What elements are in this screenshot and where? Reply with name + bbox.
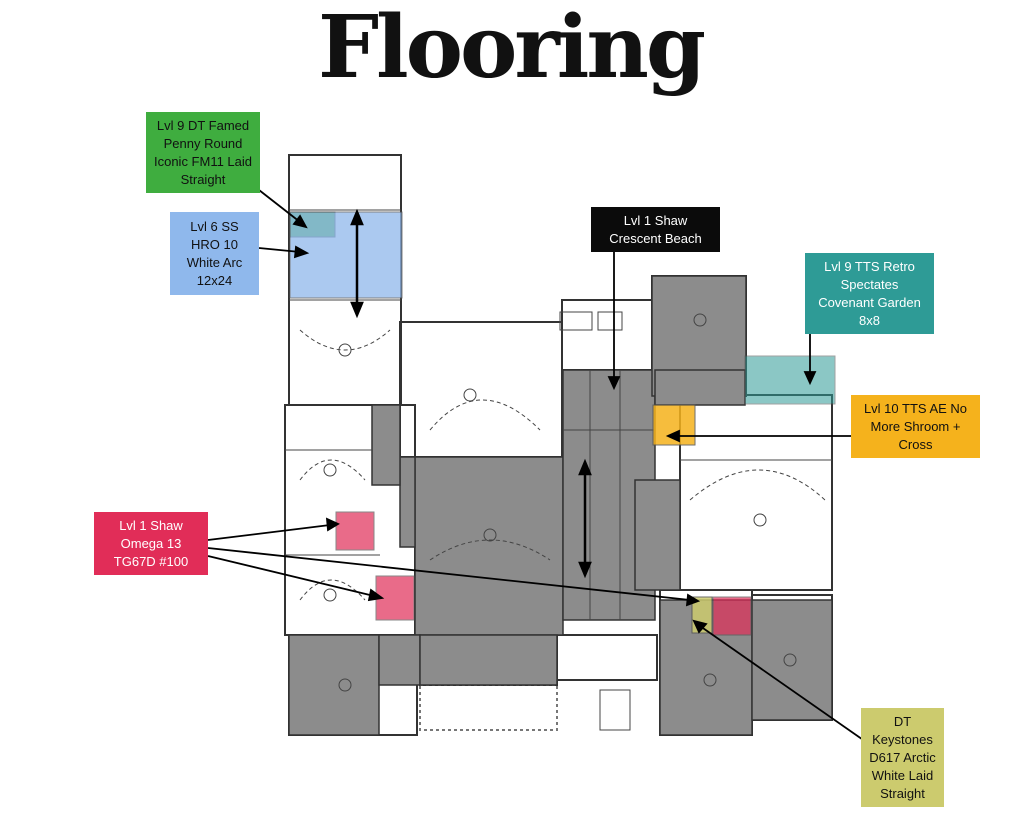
area-omega-1	[335, 511, 375, 551]
callout-no-more-shroom: Lvl 10 TTS AE No More Shroom + Cross	[851, 395, 980, 458]
callout-omega-line-2: Omega 13	[120, 535, 182, 551]
callout-keystones-line-3: D617 Arctic	[869, 749, 936, 765]
callout-penny-round: Lvl 9 DT Famed Penny Round Iconic FM11 L…	[146, 112, 260, 193]
callout-shroom-line-3: Cross	[898, 436, 933, 452]
callout-retro-line-2: Spectates	[840, 276, 899, 292]
gray-rooms	[288, 275, 833, 736]
floor-plan-details	[285, 209, 832, 731]
callout-hro-line-3: White Arc	[186, 254, 243, 270]
callout-keystones-line-5: Straight	[880, 785, 925, 801]
callout-retro-line-1: Lvl 9 TTS Retro	[824, 258, 915, 274]
callout-hro-line-2: HRO 10	[191, 236, 238, 252]
callout-crescent-beach-line-2: Crescent Beach	[609, 230, 702, 246]
callout-crescent-beach: Lvl 1 Shaw Crescent Beach	[591, 207, 720, 252]
callout-penny-round-line-1: Lvl 9 DT Famed	[156, 117, 250, 133]
callout-retro-line-4: 8x8	[859, 312, 880, 328]
callout-omega-line-1: Lvl 1 Shaw	[119, 517, 183, 533]
page-title: Flooring	[317, 0, 706, 98]
callout-retro-spectates: Lvl 9 TTS Retro Spectates Covenant Garde…	[805, 253, 934, 334]
callout-hro-line-1: Lvl 6 SS	[190, 218, 239, 234]
callout-hro: Lvl 6 SS HRO 10 White Arc 12x24	[170, 212, 259, 295]
callout-omega-line-3: TG67D #100	[113, 553, 189, 569]
area-omega-3	[712, 596, 752, 636]
callout-keystones-line-1: DT	[893, 713, 912, 729]
callout-omega-13: Lvl 1 Shaw Omega 13 TG67D #100	[94, 512, 208, 575]
callout-keystones-line-4: White Laid	[871, 767, 934, 783]
callout-penny-round-line-4: Straight	[180, 171, 226, 187]
area-retro	[744, 355, 836, 405]
callout-crescent-beach-line-1: Lvl 1 Shaw	[623, 212, 688, 228]
callout-hro-line-4: 12x24	[196, 272, 233, 288]
callout-keystones-line-2: Keystones	[872, 731, 933, 747]
callout-penny-round-line-3: Iconic FM11 Laid	[153, 153, 253, 169]
callout-retro-line-3: Covenant Garden	[818, 294, 921, 310]
double-arrows	[350, 208, 592, 579]
callout-shroom-line-1: Lvl 10 TTS AE No	[863, 400, 968, 416]
callout-shroom-line-2: More Shroom +	[870, 418, 961, 434]
callout-keystones: DT Keystones D617 Arctic White Laid Stra…	[861, 708, 944, 807]
callout-penny-round-line-2: Penny Round	[163, 135, 243, 151]
callout-arrows	[207, 189, 870, 745]
area-hro	[289, 211, 403, 299]
